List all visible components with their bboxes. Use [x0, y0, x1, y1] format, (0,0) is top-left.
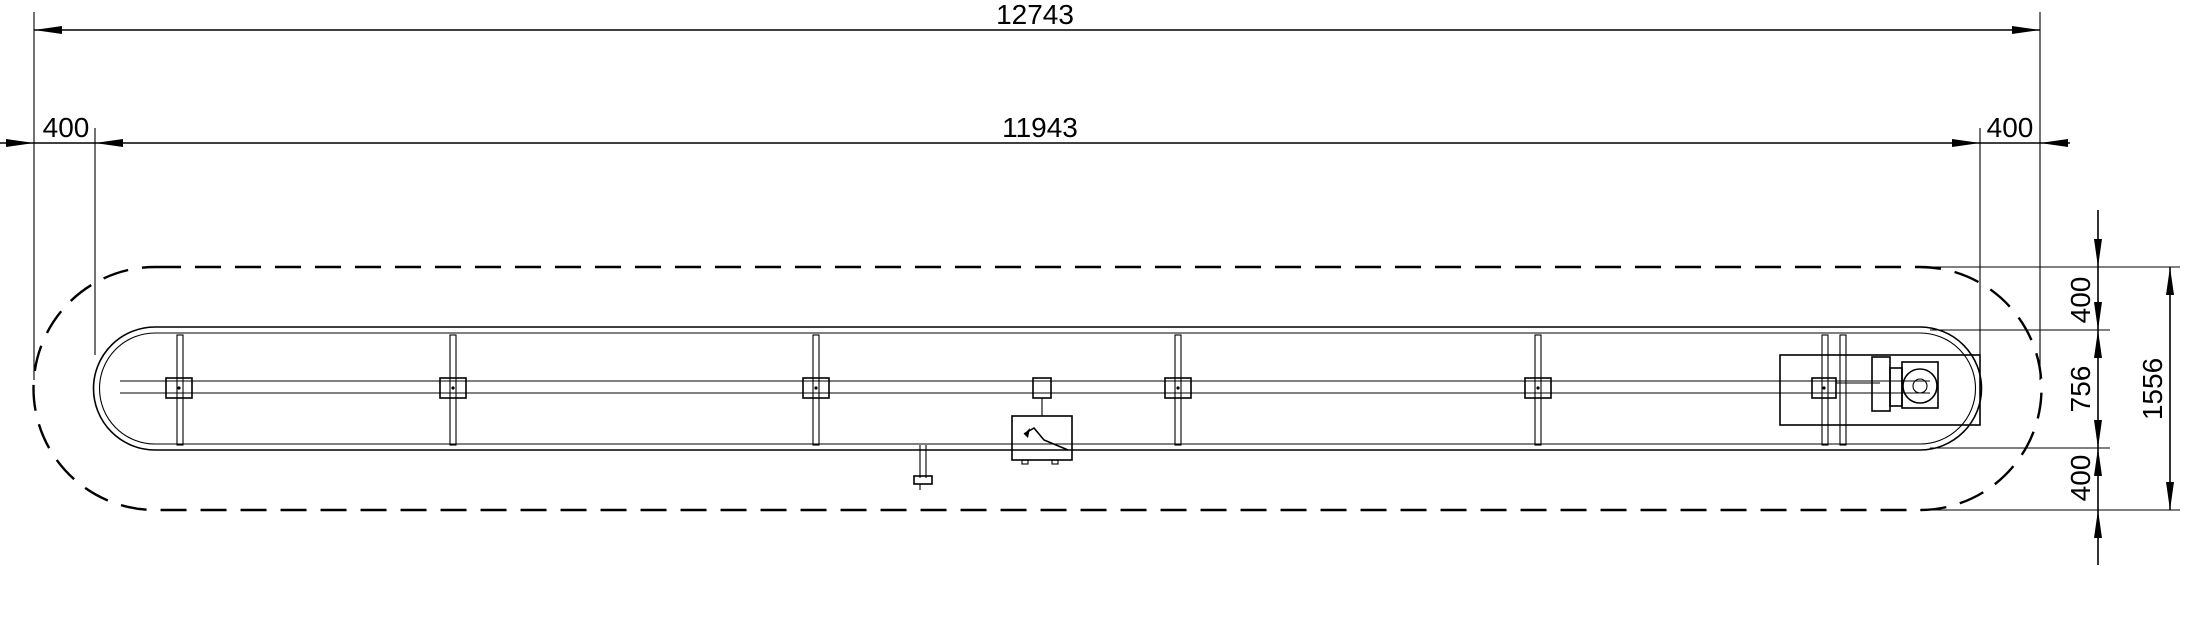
overall-length-dimension: 12743 — [33, 0, 2041, 380]
overall-length-label: 12743 — [996, 0, 1074, 30]
lightning-bolt-icon — [1023, 426, 1069, 451]
carrier-2 — [439, 334, 467, 446]
carrier-5 — [1524, 334, 1552, 446]
sensor-stand — [913, 445, 933, 490]
clearance-left-label: 400 — [43, 112, 90, 143]
carrier-3 — [802, 334, 830, 446]
clearance-right-label: 400 — [1987, 112, 2034, 143]
control-box — [1011, 377, 1073, 465]
track-length-label: 11943 — [1002, 112, 1078, 143]
track-loop — [92, 326, 1983, 451]
drive-unit — [1779, 334, 1981, 446]
clearance-top-label: 400 — [2065, 277, 2096, 324]
right-vertical-dimensions: 400 756 400 1556 — [1920, 210, 2180, 565]
clearance-bottom-label: 400 — [2065, 455, 2096, 502]
track-length-dimension: 11943 400 400 — [0, 112, 2070, 355]
carrier-4 — [1164, 334, 1192, 446]
track-width-label: 756 — [2065, 366, 2096, 413]
carrier-1 — [165, 334, 193, 446]
clearance-envelope — [32, 265, 2043, 512]
overall-width-label: 1556 — [2137, 358, 2168, 420]
